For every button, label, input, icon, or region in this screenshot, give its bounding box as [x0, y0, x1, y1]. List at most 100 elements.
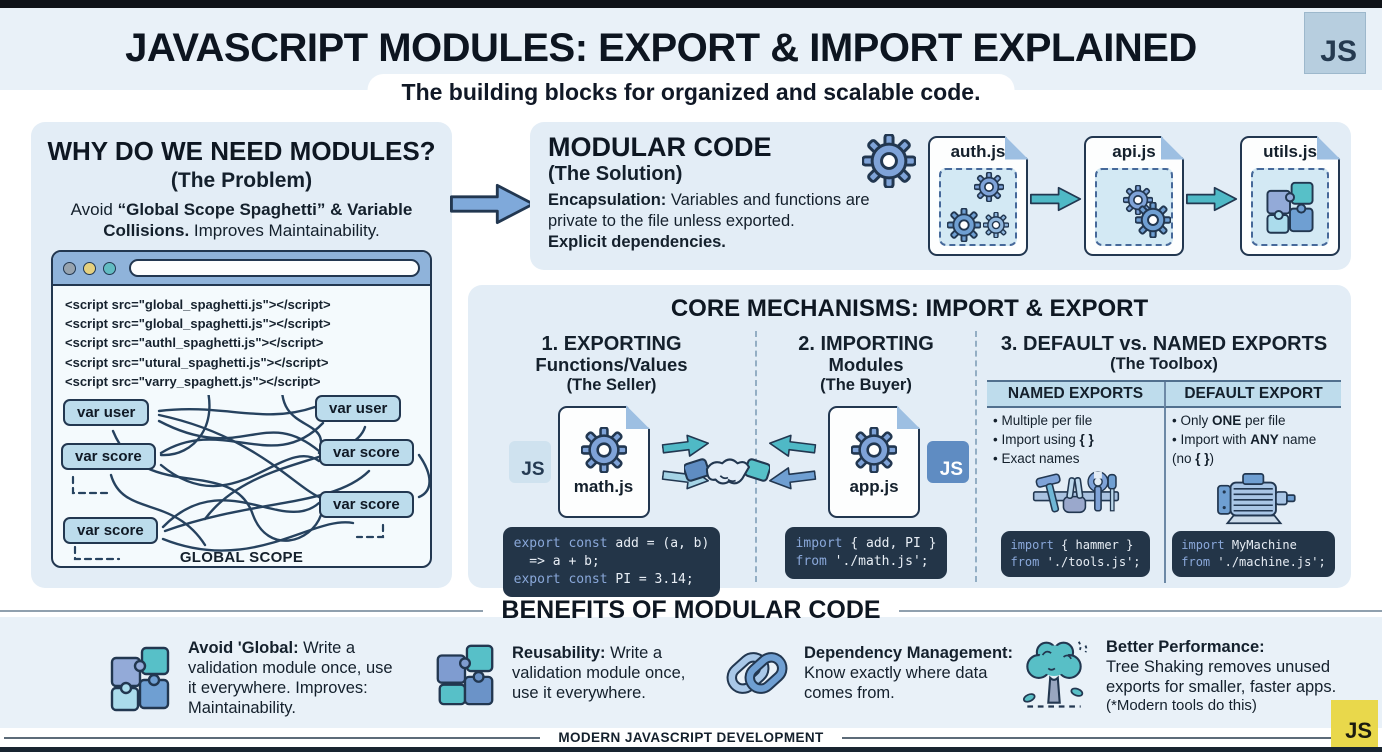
footer-label: MODERN JAVASCRIPT DEVELOPMENT: [558, 730, 824, 745]
var-box: var user: [315, 395, 402, 423]
module-contents: [1251, 168, 1329, 246]
exports-comparison-table: NAMED EXPORTS DEFAULT EXPORT Multiple pe…: [987, 380, 1341, 583]
benefit-note: (*Modern tools do this): [1106, 697, 1257, 715]
handshake-icon: [684, 443, 770, 497]
bullet-item: Import using { }: [993, 431, 1162, 450]
benefit-dependency-management: Dependency Management: Know exactly wher…: [722, 638, 1022, 708]
code-line: import { hammer }: [1010, 538, 1134, 553]
code-line: from './math.js';: [795, 553, 929, 569]
solution-arrow-icon: [450, 176, 536, 232]
browser-window: <script src="global_spaghetti.js"></scri…: [51, 250, 432, 568]
gear-icon: [974, 172, 1004, 202]
exporting-column: 1. EXPORTING Functions/Values (The Selle…: [468, 331, 755, 598]
code-line: export const add = (a, b): [513, 535, 710, 551]
divider-line: [0, 609, 484, 612]
column-heading: 1. EXPORTING: [541, 333, 682, 355]
solution-title: MODULAR CODE: [548, 132, 772, 162]
file-name: utils.js: [1263, 142, 1317, 161]
file-card-api: api.js: [1084, 136, 1184, 256]
var-box: var score: [63, 517, 158, 545]
var-box: var score: [319, 439, 414, 467]
page-subtitle: The building blocks for organized and sc…: [367, 74, 1015, 113]
code-line: import { add, PI }: [795, 535, 937, 551]
traffic-light-icon: [103, 261, 116, 275]
footer: MODERN JAVASCRIPT DEVELOPMENT: [0, 728, 1382, 747]
js-file-icon: JS: [508, 440, 551, 483]
toolbelt-icon: [987, 468, 1164, 530]
chain-link-icon: [722, 638, 792, 708]
machine-icon: [1164, 468, 1341, 531]
gear-icon: [1135, 202, 1171, 238]
file-card-utils: utils.js: [1240, 136, 1340, 256]
benefit-text: Avoid 'Global: Write a validation module…: [188, 639, 393, 718]
page-fold-icon: [1161, 136, 1185, 160]
gear-icon: [581, 427, 627, 473]
export-row: JS math.js: [468, 403, 755, 521]
solution-description: Encapsulation: Variables and functions a…: [548, 191, 870, 252]
divider-line: [898, 609, 1382, 612]
puzzle-icon: [104, 642, 176, 714]
tree-icon: [1014, 634, 1094, 718]
bullet-item: Import with ANY name (no { }): [1172, 431, 1339, 468]
browser-titlebar: [53, 252, 430, 286]
solution-text: MODULAR CODE (The Solution) Encapsulatio…: [548, 132, 878, 253]
top-border-strip: [0, 0, 1382, 8]
page-fold-icon: [1317, 136, 1341, 160]
puzzle-icon: [1261, 178, 1319, 236]
js-logo-icon: JS: [1304, 12, 1366, 74]
file-name: math.js: [573, 476, 634, 496]
import-code-block: import { add, PI } from './math.js';: [784, 526, 948, 580]
traffic-light-icon: [63, 261, 76, 275]
column-tag: (The Toolbox): [1110, 355, 1218, 374]
script-tag-list: <script src="global_spaghetti.js"></scri…: [53, 286, 430, 393]
core-title: CORE MECHANISMS: IMPORT & EXPORT: [670, 295, 1149, 322]
problem-panel: WHY DO WE NEED MODULES? (The Problem) Av…: [31, 122, 452, 588]
code-line: => a + b;: [513, 553, 600, 569]
default-export-bullets: Only ONE per fileImport with ANY name (n…: [1164, 408, 1341, 469]
module-contents: [1095, 168, 1173, 246]
problem-description: Avoid “Global Scope Spaghetti” & Variabl…: [70, 200, 413, 241]
file-card-app: app.js: [828, 405, 920, 518]
named-import-code: import { hammer }from './tools.js';: [987, 530, 1164, 583]
divider-line: [4, 736, 541, 739]
module-contents: [939, 168, 1017, 246]
global-scope-diagram: var user var score var score var user va…: [53, 395, 430, 566]
benefits-band: [0, 617, 1382, 728]
file-card-auth: auth.js: [928, 136, 1028, 256]
export-code-block: export const add = (a, b) => a + b;expor…: [502, 526, 721, 598]
solution-panel: MODULAR CODE (The Solution) Encapsulatio…: [530, 122, 1351, 270]
benefit-better-performance: Better Performance:Tree Shaking removes …: [1014, 634, 1360, 718]
bullet-item: Exact names: [993, 450, 1162, 469]
column-tag: (The Seller): [566, 375, 657, 394]
core-columns: 1. EXPORTING Functions/Values (The Selle…: [468, 331, 1351, 598]
divider-line: [841, 736, 1378, 739]
bullet-item: Only ONE per file: [1172, 412, 1339, 431]
file-name: api.js: [1112, 142, 1156, 161]
default-vs-named-column: 3. DEFAULT vs. NAMED EXPORTS (The Toolbo…: [975, 331, 1351, 583]
script-tag-line: <script src="global_spaghetti.js"></scri…: [65, 297, 331, 312]
benefit-avoid-global: Avoid 'Global: Write a validation module…: [104, 638, 404, 719]
column-heading: 3. DEFAULT vs. NAMED EXPORTS: [1000, 333, 1328, 355]
var-box: var user: [63, 399, 150, 427]
importing-column: 2. IMPORTING Modules (The Buyer) app.js …: [755, 331, 975, 582]
gear-icon: [947, 208, 981, 242]
puzzle-icon: [430, 638, 500, 708]
column-subheading: Functions/Values: [535, 354, 688, 376]
bottom-border-strip: [0, 747, 1382, 752]
core-mechanisms-panel: CORE MECHANISMS: IMPORT & EXPORT 1. EXPO…: [468, 285, 1351, 598]
page-fold-icon: [1005, 136, 1029, 160]
var-box: var score: [61, 443, 156, 471]
problem-title: WHY DO WE NEED MODULES?: [47, 136, 436, 166]
file-card-math: math.js: [557, 405, 650, 518]
spaghetti-lines: [71, 395, 430, 561]
benefit-text: Better Performance:Tree Shaking removes …: [1106, 637, 1360, 716]
gear-icon: [983, 212, 1009, 238]
script-tag-line: <script src="global_spaghetti.js"></scri…: [65, 316, 331, 332]
import-row: app.js JS: [757, 403, 975, 521]
import-arrow-icon: [762, 430, 822, 461]
benefits-title-row: BENEFITS OF MODULAR CODE: [0, 596, 1382, 625]
benefit-text: Dependency Management: Know exactly wher…: [804, 643, 1014, 703]
js-logo-icon: JS: [1331, 700, 1378, 747]
page-title: JAVASCRIPT MODULES: EXPORT & IMPORT EXPL…: [125, 26, 1197, 70]
